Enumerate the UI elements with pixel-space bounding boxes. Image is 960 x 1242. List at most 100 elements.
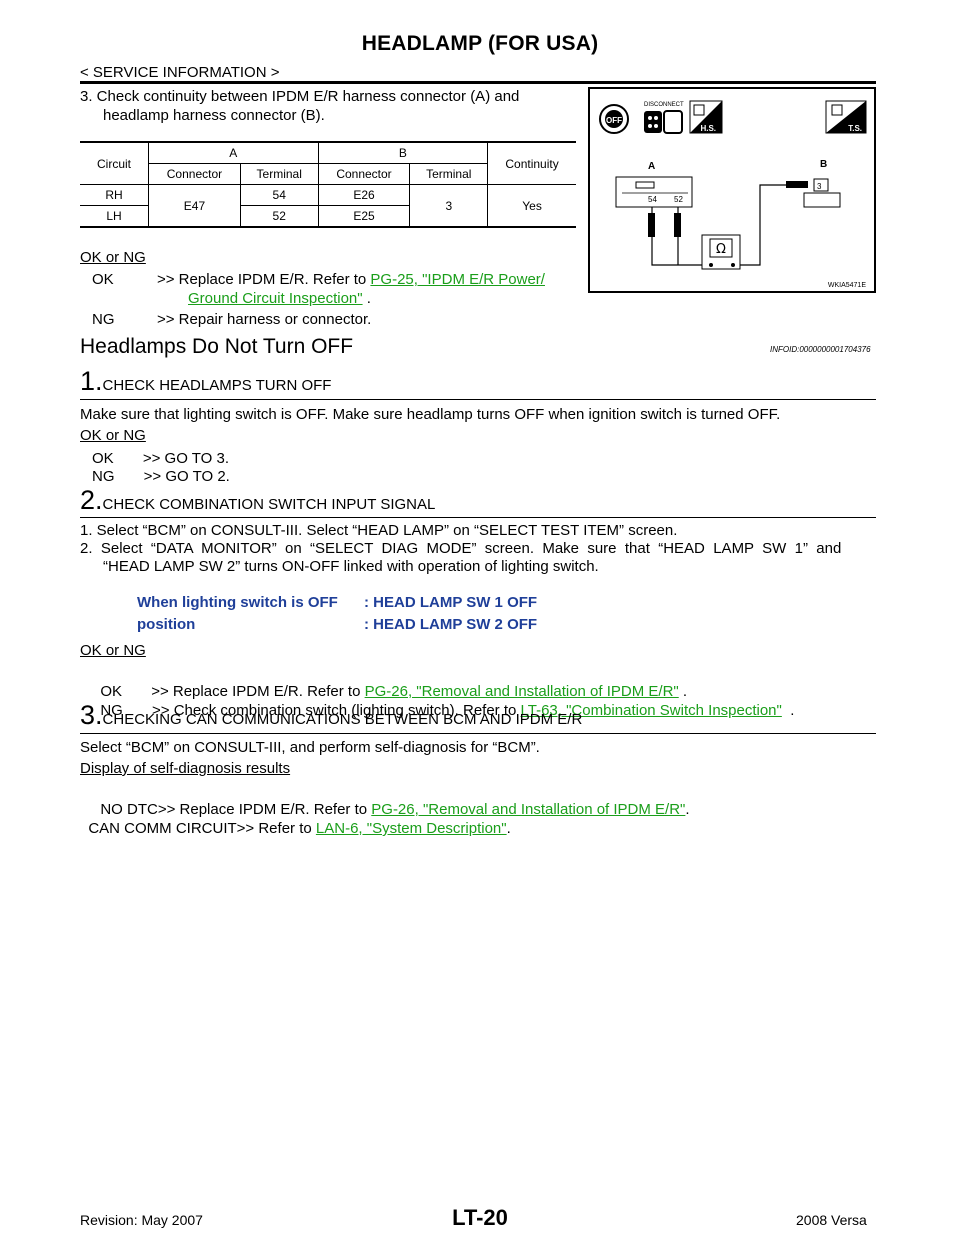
cell-terminal-a: 54 — [240, 184, 319, 206]
th-b: B — [318, 143, 489, 164]
step1-ok: OK >> GO TO 3. — [92, 450, 229, 467]
cell-terminal-a: 52 — [240, 205, 319, 226]
ng-label: NG — [92, 311, 115, 328]
cell-connector-b: E25 — [318, 205, 411, 226]
step2-line-3: “HEAD LAMP SW 2” turns ON-OFF linked wit… — [103, 558, 599, 575]
continuity-table-wrap: Circuit A B Continuity Connector Termina… — [80, 141, 576, 228]
step1-heading: 1.CHECK HEADLAMPS TURN OFF — [80, 366, 331, 397]
probe-wire-right — [740, 184, 788, 266]
step2-ok-ng: OK or NG — [80, 642, 146, 659]
step2-rule — [80, 517, 876, 518]
ok-link[interactable]: PG-25, "IPDM E/R Power/ — [370, 271, 545, 288]
step2-ng-link[interactable]: LT-63, "Combination Switch Inspection" — [520, 702, 782, 719]
header-rule — [80, 81, 876, 84]
continuity-step-line-1: 3. Check continuity between IPDM E/R har… — [80, 88, 520, 105]
section-label: < SERVICE INFORMATION > — [80, 64, 280, 81]
step2-heading: 2.CHECK COMBINATION SWITCH INPUT SIGNAL — [80, 485, 435, 516]
step3-nodtc-text: NO DTC>> Replace IPDM E/R. Refer to — [100, 801, 372, 818]
step1-ng: NG >> GO TO 2. — [92, 468, 230, 485]
model-label: 2008 Versa — [796, 1212, 867, 1228]
condition-right-2: : HEAD LAMP SW 2 OFF — [364, 616, 538, 633]
step3-nodtc-tail: . — [685, 801, 690, 818]
step3-can-link[interactable]: LAN-6, "System Description" — [315, 820, 507, 837]
th-terminal-a: Terminal — [240, 163, 319, 185]
cell-connector-a: E47 — [148, 184, 241, 226]
step1-rule — [80, 399, 876, 400]
th-continuity: Continuity — [487, 143, 576, 185]
th-connector-b: Connector — [318, 163, 411, 185]
step2-line-1: 1. Select “BCM” on CONSULT-III. Select “… — [80, 522, 678, 539]
ok-tail: . — [362, 290, 371, 307]
hs-text: H.S. — [700, 124, 716, 133]
ts-text: T.S. — [848, 124, 862, 133]
condition-left-1: When lighting switch is OFF — [137, 594, 338, 611]
ok-link-2[interactable]: Ground Circuit Inspection" — [188, 290, 363, 307]
step2-ok-link[interactable]: PG-26, "Removal and Installation of IPDM… — [364, 683, 679, 700]
step1-title: CHECK HEADLAMPS TURN OFF — [102, 377, 332, 394]
step3-heading: 3.CHECKING CAN COMMUNICATIONS BETWEEN BC… — [80, 700, 582, 731]
step2-ng-text: NG >> Check combination switch (lighting… — [100, 702, 521, 719]
ok-line: >> Replace IPDM E/R. Refer to PG-25, "IP… — [157, 270, 545, 289]
step2-ok-tail: . — [678, 683, 688, 700]
step2-ng-tail: . — [781, 702, 795, 719]
step3-title: CHECKING CAN COMMUNICATIONS BETWEEN BCM … — [102, 711, 583, 728]
th-terminal-b: Terminal — [409, 163, 489, 185]
revision-label: Revision: May 2007 — [80, 1212, 203, 1228]
connector-b: 3 — [803, 178, 841, 208]
harness-diagram: OFF DISCONNECT H.S. T.S. A B — [599, 100, 867, 289]
step2-ng-line: NG >> Check combination switch (lighting… — [92, 682, 794, 720]
disconnect-icon: DISCONNECT — [644, 102, 684, 134]
cell-circuit: RH — [80, 184, 149, 206]
condition-left-2: position — [137, 616, 196, 633]
section-heading: Headlamps Do Not Turn OFF — [80, 335, 354, 358]
step2-ok-text: OK >> Replace IPDM E/R. Refer to — [100, 683, 365, 700]
label-a: A — [648, 161, 655, 172]
step2-line-2: 2. Select “DATA MONITOR” on “SELECT DIAG… — [80, 540, 842, 557]
step3-can-line: CAN COMM CIRCUIT>> Refer to LAN-6, "Syst… — [80, 800, 511, 838]
ok-label: OK — [92, 271, 114, 288]
step1-ok-ng: OK or NG — [80, 427, 146, 444]
cell-terminal-b: 3 — [409, 184, 489, 226]
step3-nodtc-link[interactable]: PG-26, "Removal and Installation of IPDM… — [371, 801, 686, 818]
step3-display: Display of self-diagnosis results — [80, 760, 291, 777]
step3-can-tail: . — [506, 820, 511, 837]
step2-number: 2. — [80, 485, 103, 515]
label-b: B — [820, 159, 827, 170]
step1-text: Make sure that lighting switch is OFF. M… — [80, 406, 781, 423]
pin-54: 54 — [648, 195, 657, 204]
page-number: LT-20 — [452, 1205, 508, 1230]
condition-right-1: : HEAD LAMP SW 1 OFF — [364, 594, 538, 611]
continuity-step-line-2: headlamp harness connector (B). — [103, 107, 325, 124]
probe-54 — [648, 213, 655, 237]
pin-3: 3 — [817, 182, 822, 191]
step2-ok-line: OK >> Replace IPDM E/R. Refer to PG-26, … — [92, 663, 687, 701]
ok-ng-label: OK or NG — [80, 249, 146, 266]
cell-continuity: Yes — [522, 198, 542, 213]
page-title: HEADLAMP (FOR USA) — [361, 32, 599, 55]
connector-a: 54 52 — [615, 176, 693, 208]
ok-line-2: Ground Circuit Inspection" . — [188, 289, 371, 308]
cell-connector-b: E26 — [318, 184, 411, 206]
th-connector-a: Connector — [148, 163, 241, 185]
continuity-table: Circuit A B Continuity Connector Termina… — [80, 143, 576, 226]
harness-side-icon: H.S. — [689, 100, 723, 134]
ohm-symbol: Ω — [716, 242, 726, 257]
ohmmeter-icon: Ω — [701, 234, 741, 270]
step1-number: 1. — [80, 366, 103, 396]
cell-circuit: LH — [80, 205, 149, 226]
harness-figure: OFF DISCONNECT H.S. T.S. A B — [588, 87, 876, 293]
th-circuit: Circuit — [80, 143, 149, 185]
step3-nodtc-line: NO DTC>> Replace IPDM E/R. Refer to PG-2… — [92, 781, 690, 819]
probe-52 — [674, 213, 681, 237]
step2-title: CHECK COMBINATION SWITCH INPUT SIGNAL — [102, 496, 436, 513]
step3-number: 3. — [80, 700, 103, 730]
disconnect-text: DISCONNECT — [644, 102, 684, 108]
step3-can-text: CAN COMM CIRCUIT>> Refer to — [88, 820, 316, 837]
probe-3 — [786, 181, 808, 188]
ng-text: >> Repair harness or connector. — [157, 311, 372, 328]
info-id: INFOID:0000000001704376 — [770, 345, 871, 354]
step3-text: Select “BCM” on CONSULT-III, and perform… — [80, 739, 540, 756]
ignition-off-icon: OFF — [599, 104, 629, 134]
step3-rule — [80, 733, 876, 734]
off-text: OFF — [606, 116, 622, 125]
